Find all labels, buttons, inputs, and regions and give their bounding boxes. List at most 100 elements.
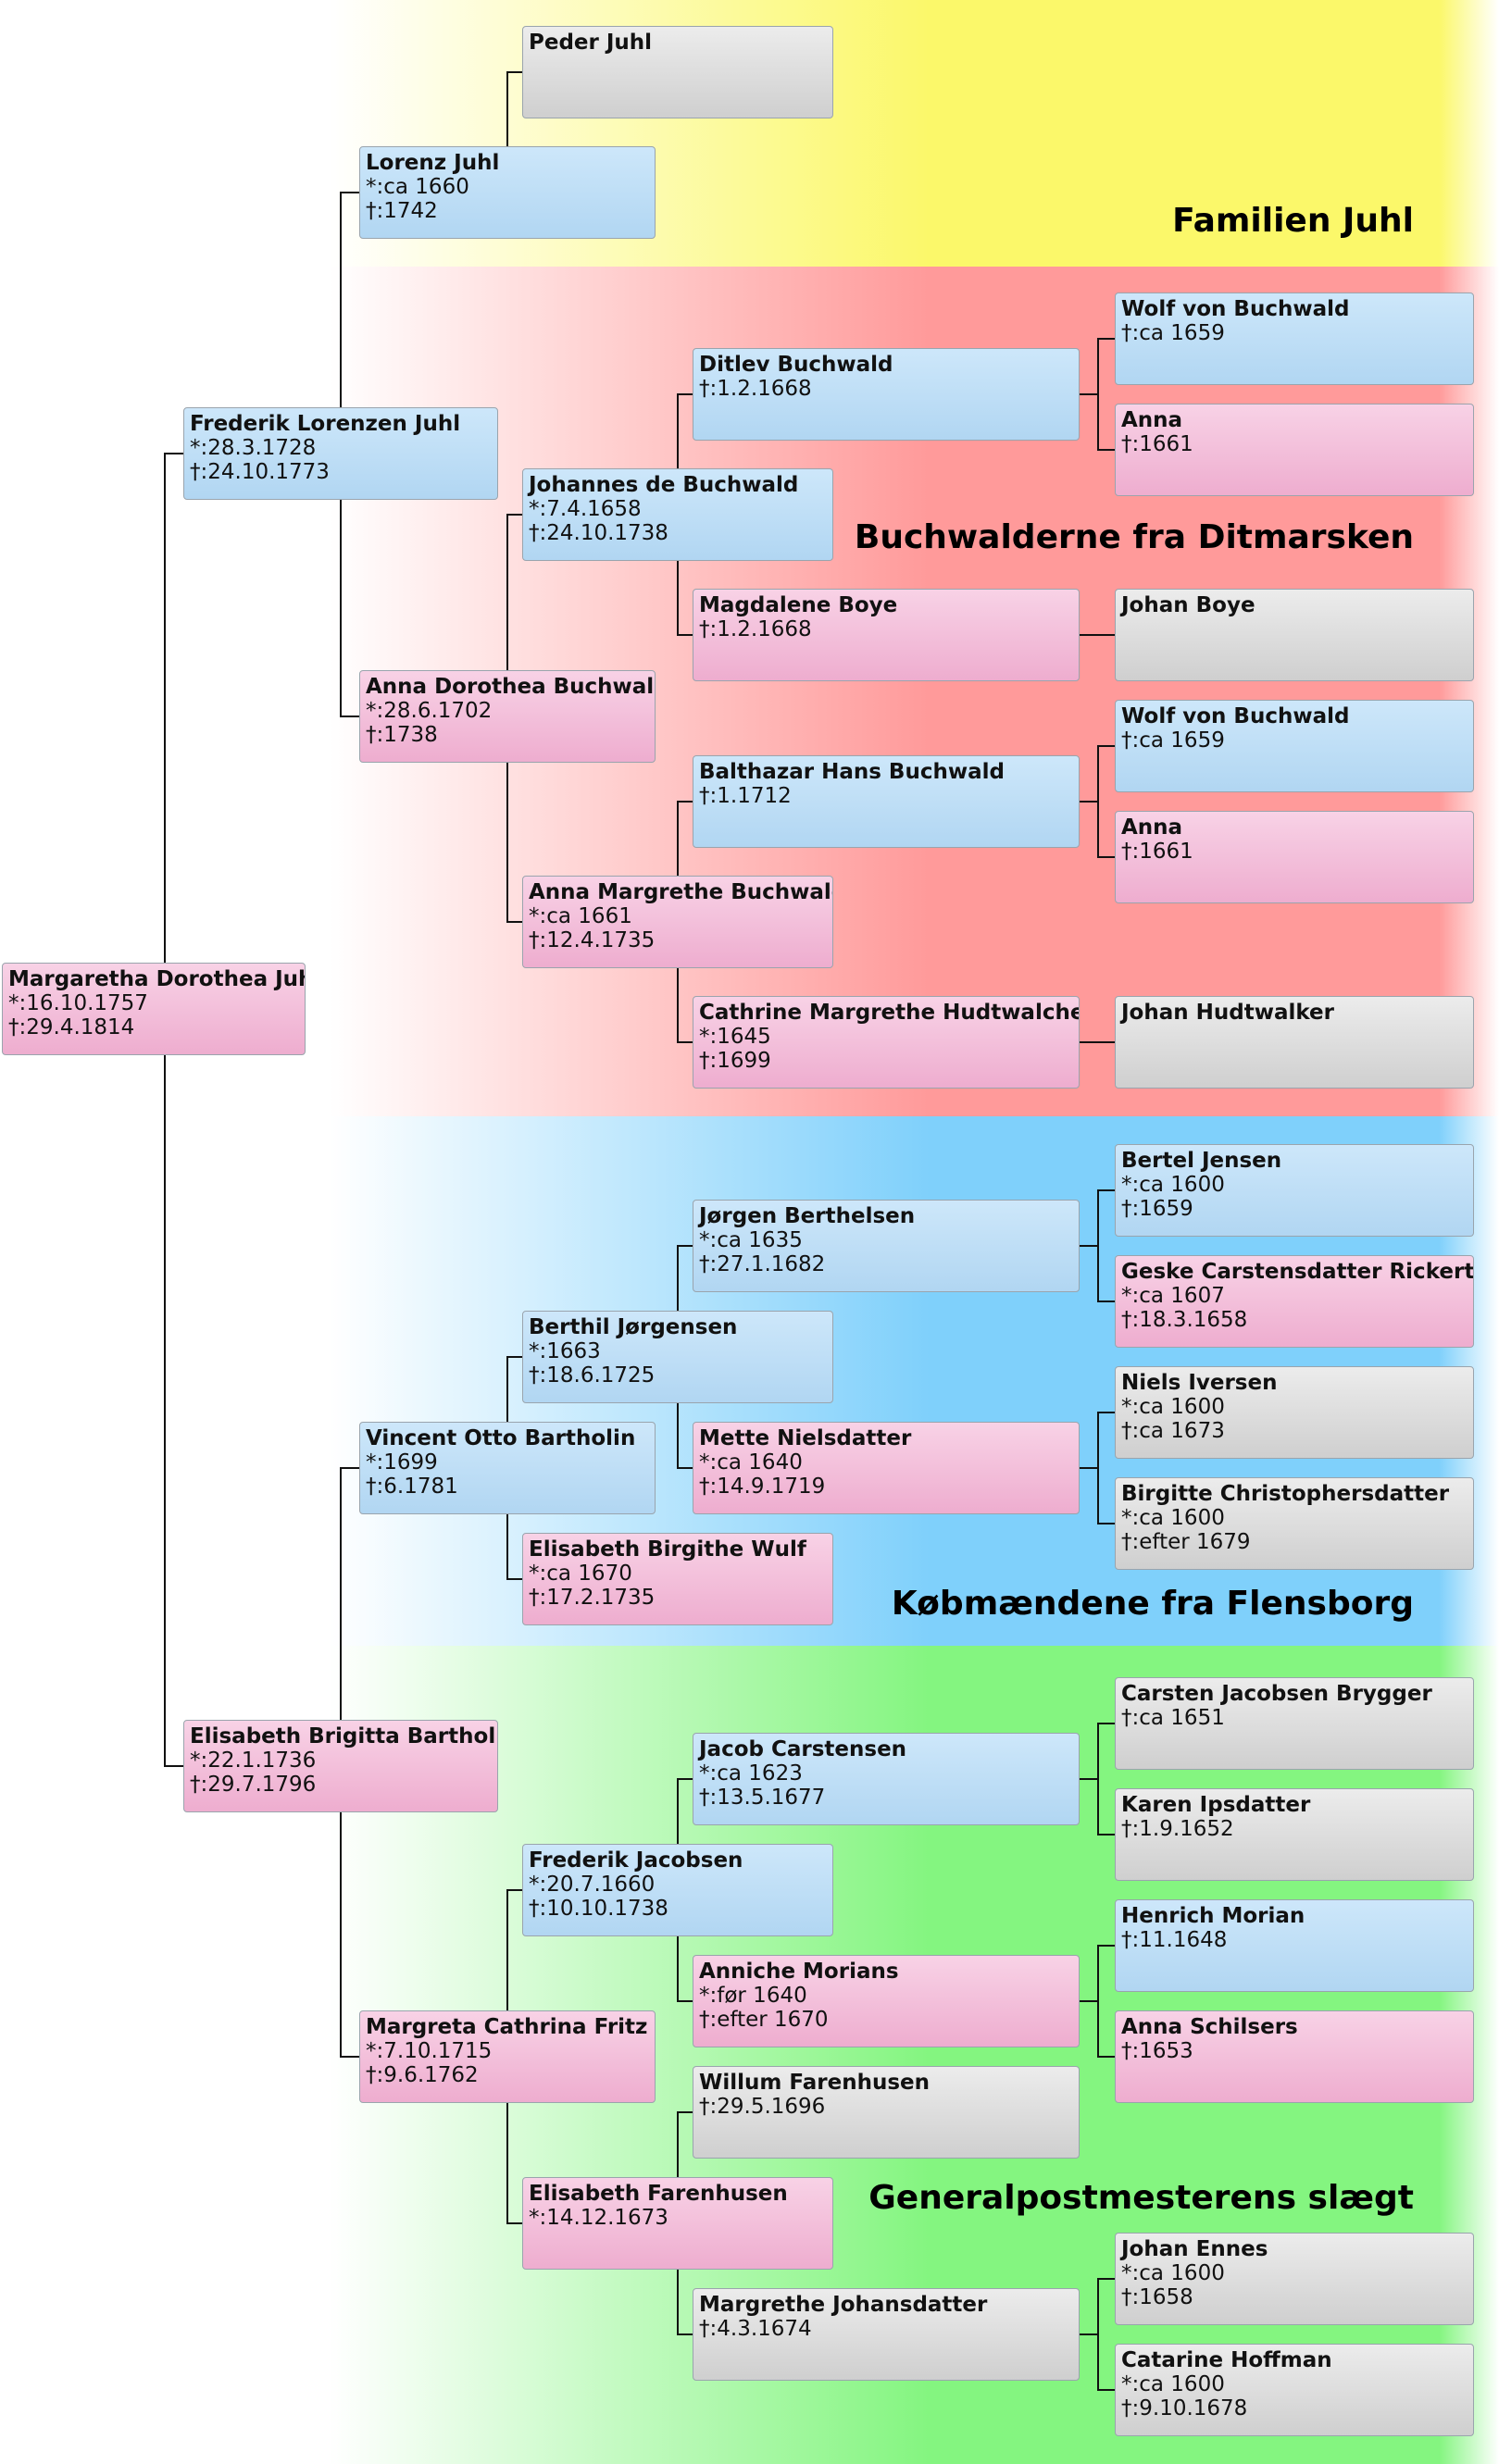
person-box[interactable]: Balthazar Hans Buchwald†:1.1712 [693, 755, 1080, 848]
person-name: Anna [1121, 815, 1183, 840]
person-name: Niels Iversen [1121, 1371, 1278, 1395]
person-name: Johan Ennes [1121, 2237, 1268, 2261]
connector-line [1097, 1412, 1115, 1524]
connector-line [340, 500, 359, 717]
person-born: *:16.10.1757 [8, 991, 148, 1015]
person-died: †:29.7.1796 [190, 1773, 317, 1797]
connector-line [506, 71, 522, 146]
person-box[interactable]: Berthil Jørgensen*:1663†:18.6.1725 [522, 1311, 833, 1403]
connector-line [164, 453, 183, 963]
person-box[interactable]: Magdalene Boye†:1.2.1668 [693, 589, 1080, 681]
person-name: Wolf von Buchwald [1121, 704, 1350, 728]
person-died: †:17.2.1735 [529, 1586, 656, 1610]
person-box[interactable]: Jacob Carstensen*:ca 1623†:13.5.1677 [693, 1733, 1080, 1825]
connector-line [164, 1055, 183, 1767]
person-box[interactable]: Jørgen Berthelsen*:ca 1635†:27.1.1682 [693, 1200, 1080, 1292]
person-born: *:ca 1661 [529, 904, 632, 928]
person-box[interactable]: Willum Farenhusen†:29.5.1696 [693, 2066, 1080, 2159]
person-box[interactable]: Frederik Lorenzen Juhl*:28.3.1728†:24.10… [183, 407, 498, 500]
person-box[interactable]: Elisabeth Farenhusen*:14.12.1673 [522, 2177, 833, 2270]
person-died: †:4.3.1674 [699, 2317, 812, 2341]
person-died: †:efter 1670 [699, 2008, 829, 2032]
person-name: Jørgen Berthelsen [699, 1204, 916, 1228]
person-box[interactable]: Wolf von Buchwald†:ca 1659 [1115, 292, 1474, 385]
person-box[interactable]: Frederik Jacobsen*:20.7.1660†:10.10.1738 [522, 1844, 833, 1936]
connector-line [677, 561, 693, 636]
person-box[interactable]: Niels Iversen*:ca 1600†:ca 1673 [1115, 1366, 1474, 1459]
person-box[interactable]: Henrich Morian†:11.1648 [1115, 1899, 1474, 1992]
person-box[interactable]: Vincent Otto Bartholin*:1699†:6.1781 [359, 1422, 656, 1514]
person-died: †:ca 1651 [1121, 1706, 1225, 1730]
connector-line [1097, 2278, 1115, 2391]
person-died: †:ca 1673 [1121, 1419, 1225, 1443]
person-box[interactable]: Geske Carstensdatter Rickerts*:ca 1607†:… [1115, 1255, 1474, 1348]
person-died: †:1742 [366, 199, 438, 223]
person-name: Geske Carstensdatter Rickerts [1121, 1260, 1474, 1284]
connector-line [340, 192, 359, 407]
person-box[interactable]: Carsten Jacobsen Brygger†:ca 1651 [1115, 1677, 1474, 1770]
person-box[interactable]: Anna†:1661 [1115, 404, 1474, 496]
person-name: Peder Juhl [529, 31, 653, 55]
person-born: *:ca 1600 [1121, 1506, 1225, 1530]
person-box[interactable]: Margreta Cathrina Fritz*:7.10.1715†:9.6.… [359, 2010, 656, 2103]
person-box[interactable]: Peder Juhl [522, 26, 833, 118]
person-born: *:28.3.1728 [190, 436, 317, 460]
person-name: Elisabeth Farenhusen [529, 2182, 788, 2206]
person-name: Margrethe Johansdatter [699, 2293, 988, 2317]
person-box[interactable]: Cathrine Margrethe Hudtwalcher*:1645†:16… [693, 996, 1080, 1089]
person-box[interactable]: Catarine Hoffman*:ca 1600†:9.10.1678 [1115, 2344, 1474, 2436]
person-died: †:1658 [1121, 2285, 1193, 2309]
person-died: †:9.10.1678 [1121, 2396, 1248, 2420]
person-died: †:14.9.1719 [699, 1475, 826, 1499]
person-box[interactable]: Anna†:1661 [1115, 811, 1474, 903]
person-name: Frederik Jacobsen [529, 1848, 743, 1873]
person-died: †:1659 [1121, 1197, 1193, 1221]
person-died: †:12.4.1735 [529, 928, 656, 952]
person-box[interactable]: Elisabeth Birgithe Wulf*:ca 1670†:17.2.1… [522, 1533, 833, 1625]
person-died: †:24.10.1738 [529, 521, 668, 545]
person-box[interactable]: Mette Nielsdatter*:ca 1640†:14.9.1719 [693, 1422, 1080, 1514]
person-box[interactable]: Karen Ipsdatter†:1.9.1652 [1115, 1788, 1474, 1881]
person-box[interactable]: Johan Hudtwalker [1115, 996, 1474, 1089]
person-box[interactable]: Johan Boye [1115, 589, 1474, 681]
connector-line [506, 763, 522, 923]
person-box[interactable]: Margrethe Johansdatter†:4.3.1674 [693, 2288, 1080, 2381]
person-died: †:9.6.1762 [366, 2063, 479, 2087]
person-box[interactable]: Johan Ennes*:ca 1600†:1658 [1115, 2233, 1474, 2325]
person-born: *:1645 [699, 1025, 771, 1049]
connector-line [506, 1514, 522, 1580]
person-born: *:20.7.1660 [529, 1873, 656, 1897]
person-box[interactable]: Johannes de Buchwald*:7.4.1658†:24.10.17… [522, 468, 833, 561]
connector-line [506, 1356, 522, 1422]
person-box[interactable]: Margaretha Dorothea Juhl*:16.10.1757†:29… [2, 963, 306, 1055]
person-born: *:ca 1640 [699, 1450, 803, 1475]
person-died: †:11.1648 [1121, 1928, 1228, 1952]
person-box[interactable]: Anna Schilsers†:1653 [1115, 2010, 1474, 2103]
person-box[interactable]: Anna Margrethe Buchwald*:ca 1661†:12.4.1… [522, 876, 833, 968]
person-box[interactable]: Anniche Morians*:før 1640†:efter 1670 [693, 1955, 1080, 2047]
person-box[interactable]: Bertel Jensen*:ca 1600†:1659 [1115, 1144, 1474, 1237]
person-died: †:1699 [699, 1049, 771, 1073]
person-box[interactable]: Anna Dorothea Buchwald*:28.6.1702†:1738 [359, 670, 656, 763]
family-title-juhl: Familien Juhl [1172, 202, 1414, 240]
person-box[interactable]: Lorenz Juhl*:ca 1660†:1742 [359, 146, 656, 239]
person-box[interactable]: Ditlev Buchwald†:1.2.1668 [693, 348, 1080, 441]
person-died: †:27.1.1682 [699, 1252, 826, 1276]
person-died: †:1661 [1121, 840, 1193, 864]
connector-line [506, 1889, 522, 2010]
person-died: †:29.5.1696 [699, 2095, 826, 2119]
person-name: Anna Dorothea Buchwald [366, 675, 656, 699]
person-died: †:efter 1679 [1121, 1530, 1251, 1554]
person-name: Johan Boye [1121, 593, 1255, 617]
person-box[interactable]: Wolf von Buchwald†:ca 1659 [1115, 700, 1474, 792]
connector-line [677, 1778, 693, 1844]
person-name: Wolf von Buchwald [1121, 297, 1350, 321]
person-name: Vincent Otto Bartholin [366, 1426, 636, 1450]
person-name: Balthazar Hans Buchwald [699, 760, 1005, 784]
person-box[interactable]: Birgitte Christophersdatter*:ca 1600†:ef… [1115, 1477, 1474, 1570]
person-name: Elisabeth Brigitta Bartholin [190, 1724, 498, 1748]
connector-line [506, 514, 522, 670]
person-box[interactable]: Elisabeth Brigitta Bartholin*:22.1.1736†… [183, 1720, 498, 1812]
person-died: †:24.10.1773 [190, 460, 330, 484]
